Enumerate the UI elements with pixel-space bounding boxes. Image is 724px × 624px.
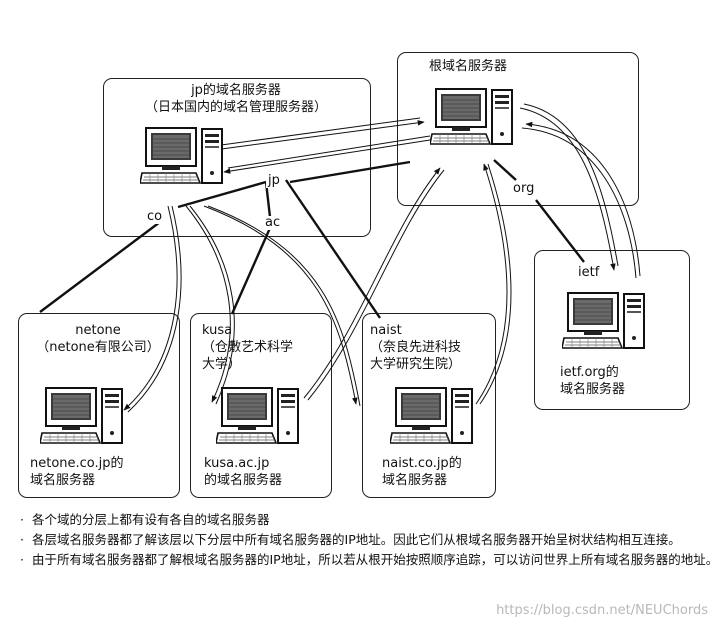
netone-server-line2: 域名服务器 xyxy=(30,473,96,488)
link-root-org xyxy=(493,159,517,181)
computer-icon xyxy=(140,127,223,184)
naist-desc1: （奈良先进科技 xyxy=(370,340,462,355)
note-text: 各个域的分层上都有设有各自的域名服务器 xyxy=(32,512,270,527)
jp-box-title: jp的域名服务器 （日本国内的域名管理服务器） xyxy=(103,82,369,116)
link-jp-co xyxy=(177,180,267,209)
notes-section: · 各个域的分层上都有设有各自的域名服务器 · 各层域名服务器都了解该层以下分层中所… xyxy=(20,511,720,569)
naist-server-line1: naist.co.jp的 xyxy=(382,456,462,471)
note-text: 各层域名服务器都了解该层以下分层中所有域名服务器的IP地址。因此它们从根域名服务… xyxy=(32,532,681,547)
computer-icon xyxy=(430,88,513,145)
jp-box-line1: jp的域名服务器 xyxy=(191,83,281,98)
note-item: · 各层域名服务器都了解该层以下分层中所有域名服务器的IP地址。因此它们从根域名服… xyxy=(20,531,720,549)
naist-server-label: naist.co.jp的 域名服务器 xyxy=(382,455,462,489)
computer-icon xyxy=(216,387,299,444)
note-item: · 各个域的分层上都有设有各自的域名服务器 xyxy=(20,511,720,529)
naist-header: naist （奈良先进科技 大学研究生院） xyxy=(370,322,461,373)
kusa-desc2: 大学） xyxy=(202,357,242,372)
ietf-server-label: ietf.org的 域名服务器 xyxy=(560,364,625,398)
netone-name: netone xyxy=(75,323,121,338)
computer-icon xyxy=(40,387,123,444)
netone-server-label: netone.co.jp的 域名服务器 xyxy=(30,455,124,489)
root-box-title: 根域名服务器 xyxy=(429,59,508,74)
tree-links xyxy=(39,159,585,319)
tree-label-org: org xyxy=(511,181,537,196)
ietf-server-line2: 域名服务器 xyxy=(560,382,626,397)
kusa-server-line1: kusa.ac.jp xyxy=(204,456,270,471)
note-bullet: · xyxy=(20,552,24,567)
ietf-server-line1: ietf.org的 xyxy=(560,365,619,380)
note-bullet: · xyxy=(20,532,24,547)
link-jp-naist xyxy=(285,179,381,319)
link-jp-root xyxy=(289,160,411,184)
note-text: 由于所有域名服务器都了解根域名服务器的IP地址，所以若从根开始按照顺序追踪，可以… xyxy=(32,552,719,567)
computer-icon xyxy=(562,292,645,349)
note-bullet: · xyxy=(20,512,24,527)
naist-server-line2: 域名服务器 xyxy=(382,473,448,488)
netone-server-line1: netone.co.jp的 xyxy=(30,456,124,471)
link-ac-kusa xyxy=(230,227,272,315)
kusa-server-label: kusa.ac.jp 的域名服务器 xyxy=(204,455,282,489)
link-org-ietf xyxy=(535,199,585,263)
naist-desc2: 大学研究生院） xyxy=(370,357,462,372)
netone-desc: （netone有限公司） xyxy=(36,340,160,355)
tree-label-ac: ac xyxy=(263,215,283,230)
jp-box-line2: （日本国内的域名管理服务器） xyxy=(144,100,327,115)
tree-label-co: co xyxy=(145,209,165,224)
root-domain-box xyxy=(397,52,639,206)
kusa-name: kusa xyxy=(202,323,233,338)
watermark: https://blog.csdn.net/NEUChords xyxy=(496,603,708,618)
kusa-desc1: （仓敷艺术科学 xyxy=(202,340,294,355)
computer-icon xyxy=(390,387,473,444)
netone-header: netone （netone有限公司） xyxy=(18,322,178,356)
query-arrows xyxy=(123,103,641,413)
ietf-name: ietf xyxy=(578,265,600,280)
kusa-server-line2: 的域名服务器 xyxy=(204,473,283,488)
kusa-header: kusa （仓敷艺术科学 大学） xyxy=(202,322,293,373)
link-co-netone xyxy=(39,221,161,313)
note-item: · 由于所有域名服务器都了解根域名服务器的IP地址，所以若从根开始按照顺序追踪，可… xyxy=(20,551,720,569)
naist-name: naist xyxy=(370,323,402,338)
tree-label-jp: jp xyxy=(266,173,282,188)
